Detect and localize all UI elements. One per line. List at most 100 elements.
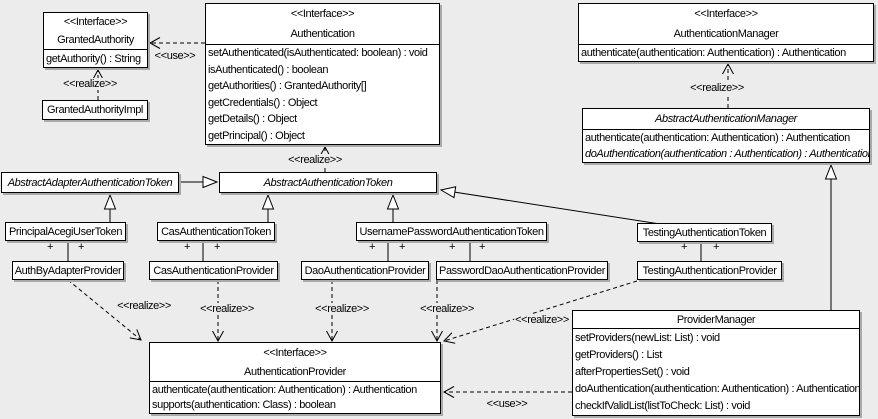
association-plus-label: + bbox=[77, 241, 85, 253]
class-testing-authentication-provider-name: TestingAuthenticationProvider bbox=[642, 264, 777, 277]
class-auth-by-adapter-provider[interactable]: AuthByAdapterProvider bbox=[12, 261, 124, 280]
class-granted-authority[interactable]: <<Interface>> GrantedAuthority getAuthorit… bbox=[43, 12, 148, 68]
class-authentication-provider-stereotype: <<Interface>> bbox=[263, 346, 327, 359]
class-granted-authority-name: GrantedAuthority bbox=[57, 34, 134, 46]
class-abstract-authentication-manager-title: AbstractAuthenticationManager bbox=[583, 109, 869, 129]
association-plus-label: + bbox=[213, 241, 221, 253]
association-plus-label: + bbox=[478, 241, 486, 253]
class-authentication-name: Authentication bbox=[290, 28, 355, 40]
class-testing-authentication-token-name: TestingAuthenticationToken bbox=[642, 226, 767, 239]
class-authentication-provider-title: <<Interface>> AuthenticationProvider bbox=[150, 343, 440, 381]
use-label-providermanager-to-authenticationprovider: <<use>> bbox=[485, 398, 529, 410]
class-granted-authority-methods: getAuthority() : String bbox=[44, 49, 147, 67]
class-provider-manager-method-0: setProviders(newList: List) : void bbox=[575, 331, 720, 344]
class-testing-authentication-provider-title: TestingAuthenticationProvider bbox=[638, 262, 781, 279]
class-provider-manager-method-2: afterPropertiesSet() : void bbox=[575, 366, 690, 378]
realize-testingauthenticationprovider bbox=[443, 280, 638, 344]
class-authentication-provider-method-0: authenticate(authentication: Authenticat… bbox=[152, 383, 417, 396]
class-authentication-manager[interactable]: <<Interface>> AuthenticationManager authen… bbox=[578, 3, 874, 62]
class-testing-authentication-token[interactable]: TestingAuthenticationToken bbox=[637, 223, 772, 242]
class-abstract-authentication-token-name: AbstractAuthenticationToken bbox=[263, 176, 393, 189]
class-granted-authority-method-0: getAuthority() : String bbox=[46, 52, 141, 65]
use-label-authentication-to-grantedauthority: <<use>> bbox=[153, 50, 197, 62]
association-plus-label: + bbox=[46, 241, 54, 253]
class-authentication-provider-methods: authenticate(authentication: Authenticat… bbox=[150, 381, 440, 413]
class-authentication-manager-title: <<Interface>> AuthenticationManager bbox=[579, 4, 873, 44]
class-authentication-method-1: isAuthenticated() : boolean bbox=[208, 63, 329, 76]
association-plus-label: + bbox=[368, 241, 376, 253]
class-abstract-authentication-manager-method-1: doAuthentication(authentication : Authen… bbox=[585, 148, 869, 160]
class-dao-authentication-provider-title: DaoAuthenticationProvider bbox=[302, 262, 428, 279]
class-abstract-authentication-token[interactable]: AbstractAuthenticationToken bbox=[219, 172, 437, 193]
class-authentication-manager-stereotype: <<Interface>> bbox=[694, 8, 758, 20]
class-cas-authentication-provider[interactable]: CasAuthenticationProvider bbox=[149, 261, 278, 280]
class-granted-authority-impl-name: GrantedAuthorityImpl bbox=[47, 104, 143, 116]
class-abstract-adapter-authentication-token[interactable]: AbstractAdapterAuthenticationToken bbox=[1, 172, 179, 193]
realize-label-testingauthenticationprovider: <<realize>> bbox=[514, 314, 570, 326]
class-abstract-authentication-manager[interactable]: AbstractAuthenticationManager authenticat… bbox=[582, 108, 870, 163]
class-provider-manager[interactable]: ProviderManager setProviders(newList: Lis… bbox=[572, 310, 860, 416]
class-abstract-authentication-token-title: AbstractAuthenticationToken bbox=[220, 173, 436, 192]
class-authentication-method-4: getDetails() : Object bbox=[208, 113, 297, 126]
class-authentication-stereotype: <<Interface>> bbox=[290, 8, 355, 20]
class-testing-authentication-provider[interactable]: TestingAuthenticationProvider bbox=[637, 261, 782, 280]
class-cas-authentication-token-name: CasAuthenticationToken bbox=[161, 225, 271, 238]
class-username-password-authentication-token-title: UsernamePasswordAuthenticationToken bbox=[357, 223, 546, 240]
class-username-password-authentication-token-name: UsernamePasswordAuthenticationToken bbox=[359, 225, 544, 238]
class-authentication-method-2: getAuthorities() : GrantedAuthority[] bbox=[208, 80, 367, 93]
class-cas-authentication-provider-name: CasAuthenticationProvider bbox=[153, 264, 274, 277]
class-granted-authority-stereotype: <<Interface>> bbox=[63, 16, 128, 28]
realize-label-abstractauthenticationmanager: <<realize>> bbox=[689, 82, 745, 94]
class-provider-manager-method-4: checkIfValidList(listToCheck: List) : vo… bbox=[575, 400, 750, 413]
class-username-password-authentication-token[interactable]: UsernamePasswordAuthenticationToken bbox=[356, 222, 547, 241]
realize-label-casauthenticationprovider: <<realize>> bbox=[199, 303, 255, 315]
class-authentication-provider-name: AuthenticationProvider bbox=[244, 365, 346, 378]
association-plus-label: + bbox=[183, 241, 191, 253]
realize-label-authbyadapterprovider: <<realize>> bbox=[116, 300, 172, 312]
class-authentication-title: <<Interface>> Authentication bbox=[206, 4, 439, 44]
generalization-testing-token bbox=[441, 190, 661, 225]
class-abstract-authentication-manager-method-0: authenticate(authentication: Authenticat… bbox=[585, 132, 850, 144]
class-authentication-manager-methods: authenticate(authentication: Authenticat… bbox=[579, 44, 873, 61]
class-abstract-authentication-manager-methods: authenticate(authentication: Authenticat… bbox=[583, 129, 869, 162]
class-granted-authority-impl-title: GrantedAuthorityImpl bbox=[43, 101, 147, 119]
class-authentication-method-5: getPrincipal() : Object bbox=[208, 129, 305, 142]
class-authentication-manager-name: AuthenticationManager bbox=[673, 28, 779, 40]
class-testing-authentication-token-title: TestingAuthenticationToken bbox=[638, 224, 771, 241]
class-authentication-methods: setAuthenticated(isAuthenticated: boolea… bbox=[206, 44, 439, 144]
association-plus-label: + bbox=[398, 241, 406, 253]
class-principal-acegi-user-token[interactable]: PrincipalAcegiUserToken bbox=[5, 222, 126, 241]
class-abstract-adapter-authentication-token-title: AbstractAdapterAuthenticationToken bbox=[2, 173, 178, 192]
class-authentication-method-0: setAuthenticated(isAuthenticated: boolea… bbox=[208, 47, 428, 60]
class-authentication[interactable]: <<Interface>> Authentication setAuthentica… bbox=[205, 3, 440, 145]
class-dao-authentication-provider[interactable]: DaoAuthenticationProvider bbox=[301, 261, 429, 280]
association-plus-label: + bbox=[680, 241, 688, 253]
class-auth-by-adapter-provider-name: AuthByAdapterProvider bbox=[14, 264, 122, 277]
class-authentication-method-3: getCredentials() : Object bbox=[208, 96, 318, 109]
class-provider-manager-method-3: doAuthentication(authentication: Authent… bbox=[575, 383, 859, 396]
association-plus-label: + bbox=[448, 241, 456, 253]
realize-authbyadapterprovider bbox=[67, 279, 142, 341]
realize-label-daoauthenticationprovider: <<realize>> bbox=[314, 303, 370, 315]
association-plus-label: + bbox=[712, 241, 720, 253]
class-principal-acegi-user-token-title: PrincipalAcegiUserToken bbox=[6, 223, 125, 240]
class-granted-authority-title: <<Interface>> GrantedAuthority bbox=[44, 13, 147, 49]
class-dao-authentication-provider-name: DaoAuthenticationProvider bbox=[304, 264, 426, 277]
realize-label-passworddaoauthenticationprovider: <<realize>> bbox=[419, 303, 475, 315]
class-password-dao-authentication-provider-name: PasswordDaoAuthenticationProvider bbox=[439, 264, 605, 277]
class-abstract-adapter-authentication-token-name: AbstractAdapterAuthenticationToken bbox=[7, 176, 173, 189]
realize-label-grantedauthorityimpl: <<realize>> bbox=[62, 78, 118, 90]
class-password-dao-authentication-provider[interactable]: PasswordDaoAuthenticationProvider bbox=[436, 261, 608, 280]
realize-label-abstractauthenticationtoken: <<realize>> bbox=[287, 154, 343, 166]
class-authentication-provider[interactable]: <<Interface>> AuthenticationProvider authe… bbox=[149, 342, 441, 414]
class-authentication-provider-method-1: supports(authentication: Class) : boolea… bbox=[152, 399, 336, 412]
class-granted-authority-impl[interactable]: GrantedAuthorityImpl bbox=[42, 100, 148, 120]
class-cas-authentication-token[interactable]: CasAuthenticationToken bbox=[157, 222, 275, 241]
class-abstract-authentication-manager-name: AbstractAuthenticationManager bbox=[655, 113, 797, 125]
class-provider-manager-name: ProviderManager bbox=[676, 313, 756, 326]
class-authentication-manager-method-0: authenticate(authentication: Authenticat… bbox=[581, 47, 846, 59]
class-cas-authentication-provider-title: CasAuthenticationProvider bbox=[150, 262, 277, 279]
